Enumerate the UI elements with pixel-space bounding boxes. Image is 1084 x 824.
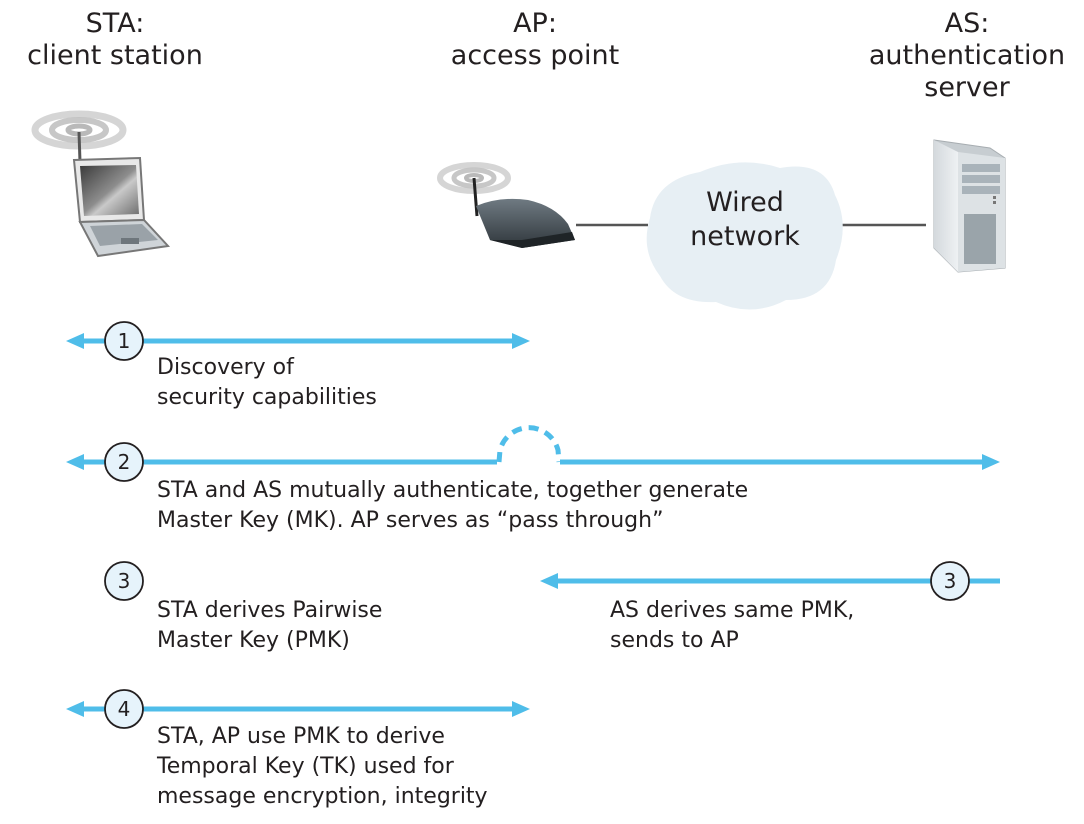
- step-3-sta-description: STA derives Pairwise Master Key (PMK): [157, 596, 382, 656]
- step-1-badge: 1: [104, 321, 144, 361]
- ap-subtitle: access point: [450, 40, 620, 71]
- step-3-sta-number: 3: [118, 569, 131, 593]
- step-4-number: 4: [118, 697, 131, 721]
- sta-label: STA: client station: [0, 8, 230, 72]
- sta-subtitle: client station: [27, 40, 203, 71]
- sta-title: STA:: [85, 8, 145, 39]
- wired-network-cloud: [646, 162, 843, 310]
- as-subtitle-1: authentication: [868, 40, 1066, 71]
- authentication-server-icon: [933, 139, 1006, 273]
- as-title: AS:: [944, 8, 990, 39]
- step-4-description: STA, AP use PMK to derive Temporal Key (…: [157, 722, 488, 812]
- step-1-description: Discovery of security capabilities: [157, 353, 377, 413]
- as-label: AS: authentication server: [850, 8, 1084, 104]
- step-3-sta-line-2: Master Key (PMK): [157, 628, 350, 653]
- step-3-sta-badge: 3: [104, 561, 144, 601]
- step-4-line-3: message encryption, integrity: [157, 784, 488, 809]
- step-4-line-2: Temporal Key (TK) used for: [157, 754, 454, 779]
- step-1-line-2: security capabilities: [157, 385, 377, 410]
- step-4-arrow: [66, 701, 530, 717]
- step-2-description: STA and AS mutually authenticate, togeth…: [157, 476, 748, 536]
- step-2-badge: 2: [104, 442, 144, 482]
- step-3-as-number: 3: [944, 569, 957, 593]
- ap-label: AP: access point: [430, 8, 640, 72]
- step-3-sta-line-1: STA derives Pairwise: [157, 598, 383, 623]
- step-2-number: 2: [118, 450, 131, 474]
- step-3-as-line-1: AS derives same PMK,: [610, 598, 855, 623]
- wired-network-line-1: Wired: [706, 187, 784, 218]
- step-3-as-badge: 3: [930, 561, 970, 601]
- ap-title: AP:: [513, 8, 557, 39]
- wired-network-label: Wired network: [660, 186, 830, 254]
- wired-network-line-2: network: [690, 221, 800, 252]
- step-3-as-description: AS derives same PMK, sends to AP: [610, 596, 854, 656]
- step-3-as-line-2: sends to AP: [610, 628, 739, 653]
- laptop-icon: [72, 131, 171, 258]
- access-point-router-icon: [472, 177, 575, 248]
- step-4-line-1: STA, AP use PMK to derive: [157, 724, 445, 749]
- as-subtitle-2: server: [924, 72, 1010, 103]
- step-4-badge: 4: [104, 689, 144, 729]
- step-2-line-2: Master Key (MK). AP serves as “pass thro…: [157, 508, 664, 533]
- step-1-arrow: [66, 333, 530, 349]
- step-1-line-1: Discovery of: [157, 355, 294, 380]
- step-3-as-arrow: [540, 573, 1000, 589]
- step-2-arrow: [66, 425, 1000, 470]
- step-2-line-1: STA and AS mutually authenticate, togeth…: [157, 478, 749, 503]
- step-1-number: 1: [118, 329, 131, 353]
